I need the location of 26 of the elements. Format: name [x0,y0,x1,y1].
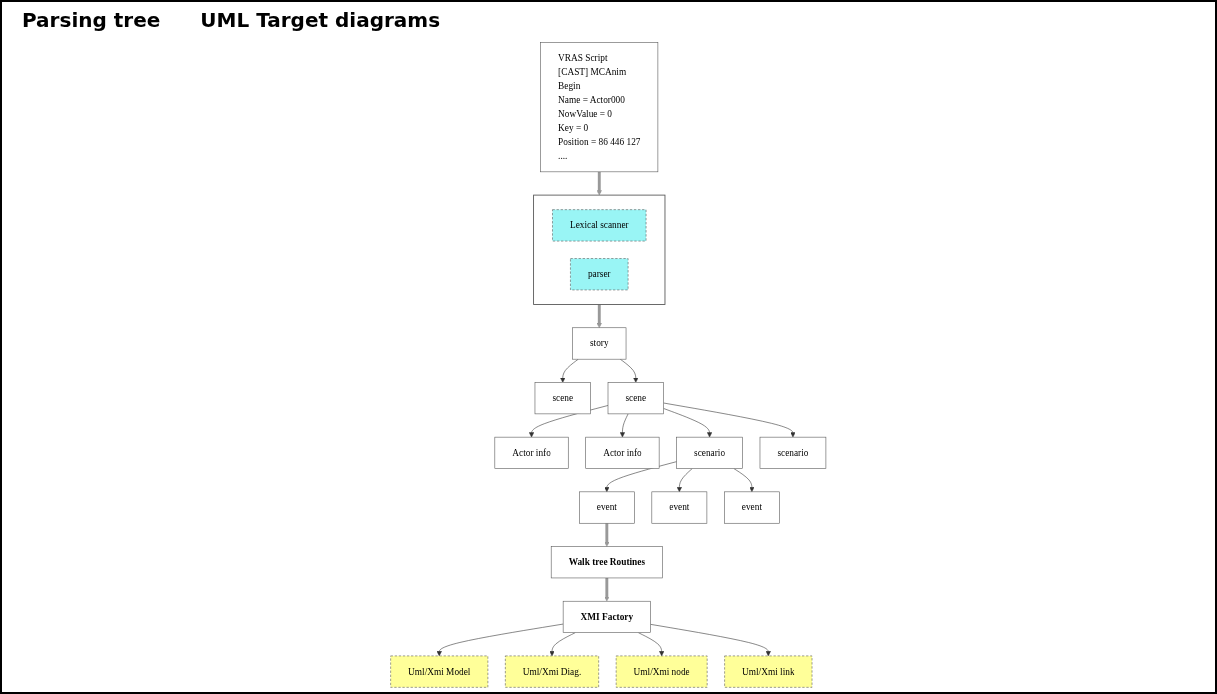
section-heading: Parsing tree [22,8,161,32]
node-box: Uml/Xmi node [616,655,708,688]
node-box: scenario [759,436,827,469]
node-box: VRAS Script [CAST] MCAnim Begin Name = Actor000 NowValue = 0 Key = 0 Position = 86 446 127 .... [540,42,659,173]
node-box: event [579,491,635,524]
node-box: Uml/Xmi Model [390,655,489,688]
node-box: XMI Factory [563,600,652,633]
node-box: Walk tree Routines [551,546,663,579]
arrow [604,523,610,547]
node-box: scene [607,382,665,415]
node-box: event [651,491,708,524]
node-box: Actor info [585,436,660,469]
cluster [533,194,666,305]
node-box: parser [570,258,629,291]
node-box: Actor info [494,436,569,469]
arrow [596,171,603,196]
node-box: Lexical scanner [552,209,647,242]
arrow [604,577,610,602]
node-box: event [724,491,780,524]
arrow [596,304,603,328]
node-box: Uml/Xmi Diag. [505,655,600,688]
node-box: scene [534,382,592,415]
node-box: scenario [676,436,744,469]
node-box: story [572,327,627,360]
section-heading: UML Target diagrams [200,8,441,32]
node-box: Uml/Xmi link [724,655,813,688]
